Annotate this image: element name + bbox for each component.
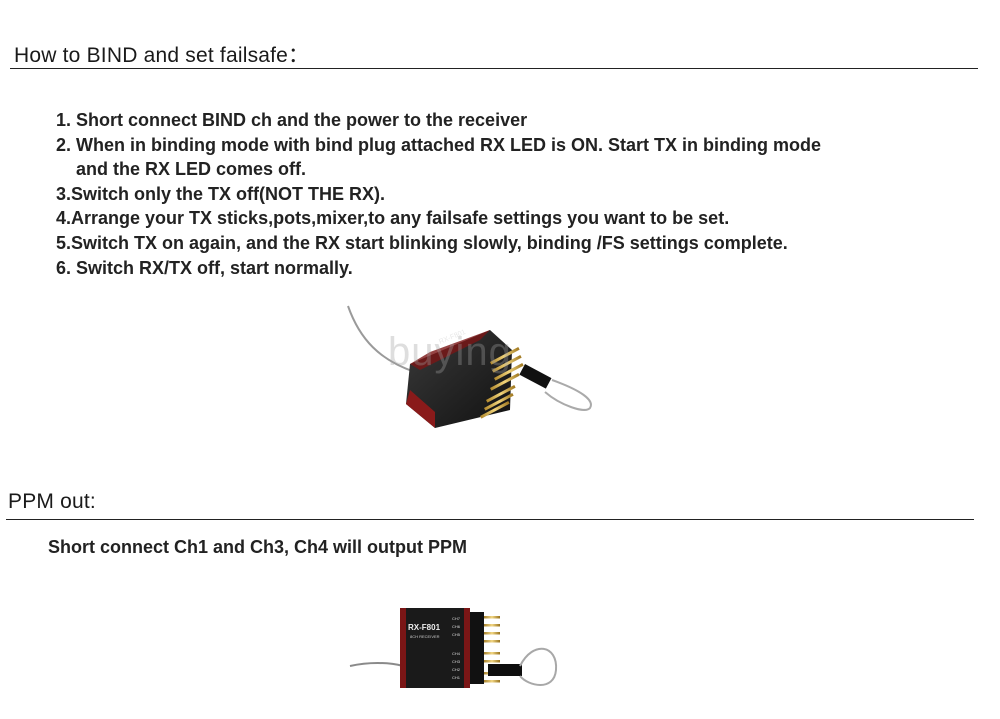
receiver-ppm-photo: RX-F801 8CH RECEIVER CH7 CH6 CH5 CH4 CH3…	[349, 608, 558, 688]
channel-label-ch6: CH6	[452, 624, 461, 629]
channel-label-ch4: CH4	[452, 651, 461, 656]
bind-steps-list: 1. Short connect BIND ch and the power t…	[56, 108, 821, 280]
bind-step-4: 4.Arrange your TX sticks,pots,mixer,to a…	[56, 208, 730, 229]
bind-step-6: 6. Switch RX/TX off, start normally.	[56, 257, 353, 278]
watermark-text: buying	[388, 330, 512, 374]
receiver-model-label: RX-F801	[408, 623, 441, 632]
ppm-section-divider	[6, 519, 974, 520]
bind-step-2: 2. When in binding mode with bind plug a…	[56, 134, 821, 155]
receiver-subtitle-label: 8CH RECEIVER	[410, 634, 440, 639]
bind-step-3: 3.Switch only the TX off(NOT THE RX).	[56, 183, 386, 204]
receiver-bind-photo: RX-F801	[347, 305, 592, 428]
bind-step-5: 5.Switch TX on again, and the RX start b…	[56, 232, 788, 253]
channel-label-ch5: CH5	[452, 632, 461, 637]
bind-step-2-continued-text: and the RX LED comes off.	[76, 159, 307, 180]
channel-label-ch1: CH1	[452, 675, 461, 680]
channel-label-ch7: CH7	[452, 616, 461, 621]
bind-step-1: 1. Short connect BIND ch and the power t…	[56, 110, 528, 130]
bind-step-2-continued: and the RX LED comes off.	[56, 157, 821, 182]
channel-label-ch3: CH3	[452, 659, 461, 664]
bind-section-divider	[10, 68, 978, 69]
bind-section-title: How to BIND and set failsafe：	[14, 44, 310, 67]
ppm-instruction: Short connect Ch1 and Ch3, Ch4 will outp…	[48, 537, 468, 557]
channel-label-ch2: CH2	[452, 667, 461, 672]
ppm-section-title: PPM out:	[8, 490, 96, 513]
